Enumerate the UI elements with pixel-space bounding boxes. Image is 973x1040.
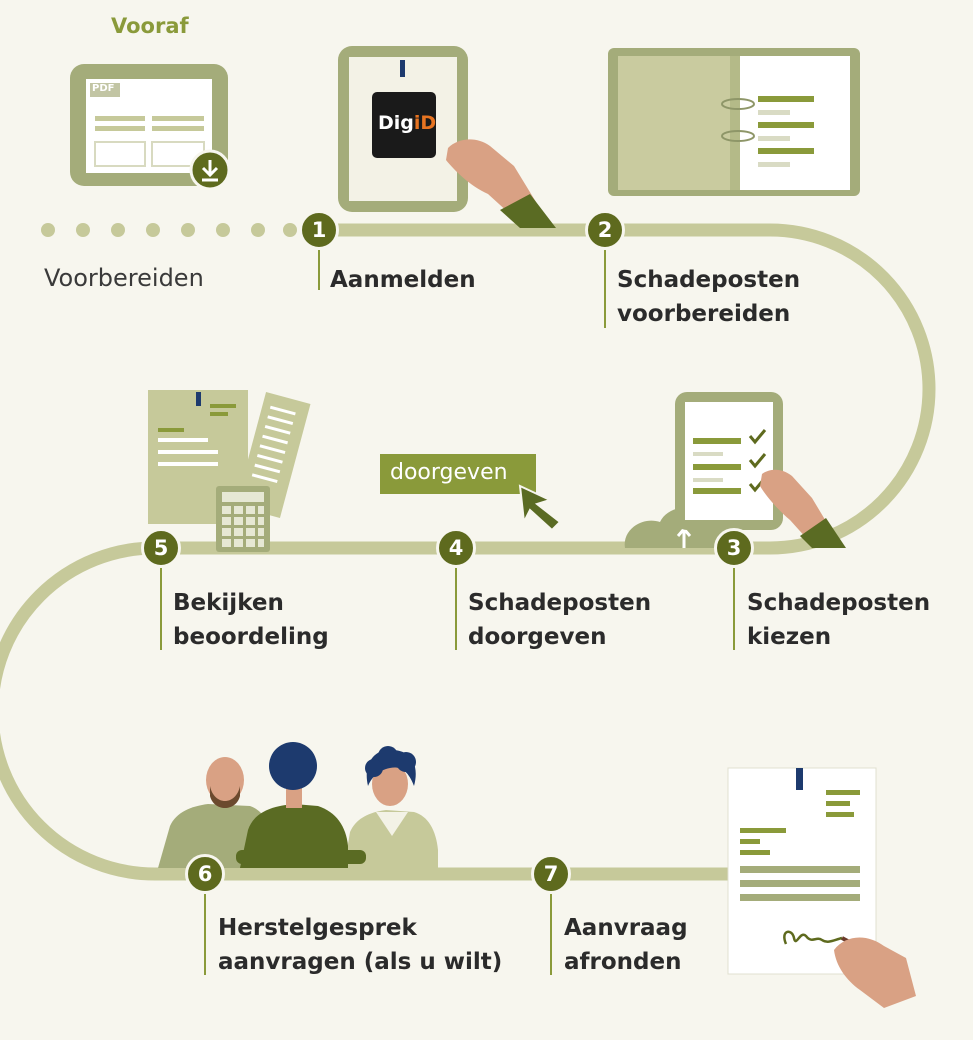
- step-label-5-line1: Bekijken: [173, 590, 284, 616]
- step-number: 6: [197, 862, 213, 886]
- step-number: 4: [448, 536, 464, 560]
- step-label-3-line1: Schadeposten: [747, 590, 931, 616]
- step-badge-5: 5: [141, 528, 181, 568]
- step-label-7: Aanvraag afronden: [564, 911, 688, 979]
- step-badge-4: 4: [436, 528, 476, 568]
- step-badge-6: 6: [185, 854, 225, 894]
- step-number: 5: [153, 536, 169, 560]
- step-label-3: Schadeposten kiezen: [747, 586, 930, 654]
- step-label-6-line1: Herstelgesprek: [218, 915, 417, 941]
- step-badge-2: 2: [585, 210, 625, 250]
- step-label-6-line2: aanvragen (als u wilt): [218, 949, 503, 975]
- step-number: 3: [726, 536, 742, 560]
- step-label-1: Aanmelden: [330, 263, 476, 297]
- digid-logo-prefix: Dig: [378, 112, 414, 134]
- step-label-4-line2: doorgeven: [468, 624, 607, 650]
- submit-button-label: doorgeven: [390, 460, 508, 485]
- step-number: 1: [311, 218, 327, 242]
- pdf-download-icon: [70, 64, 231, 191]
- intro-heading: Vooraf: [111, 14, 189, 38]
- tablet-checklist-icon: [624, 392, 846, 548]
- step-label-2-line2: voorbereiden: [617, 301, 791, 327]
- step-label-5: Bekijken beoordeling: [173, 586, 329, 654]
- step-label-7-line2: afronden: [564, 949, 682, 975]
- signed-document-icon: [727, 767, 916, 1008]
- pdf-tag: PDF: [92, 83, 115, 94]
- digid-logo-suffix: iD: [413, 112, 437, 134]
- step-badge-3: 3: [714, 528, 754, 568]
- step-label-3-line2: kiezen: [747, 624, 832, 650]
- digid-logo: DigiD: [378, 112, 436, 134]
- people-icon: [158, 742, 438, 868]
- step-number: 7: [543, 862, 559, 886]
- step-label-4-line1: Schadeposten: [468, 590, 652, 616]
- step-label-5-line2: beoordeling: [173, 624, 329, 650]
- intro-label: Voorbereiden: [44, 264, 204, 292]
- dotted-line: [41, 223, 297, 237]
- step-label-2: Schadeposten voorbereiden: [617, 263, 800, 331]
- tablet-digid-icon: [338, 46, 556, 228]
- step-number: 2: [597, 218, 613, 242]
- step-badge-1: 1: [299, 210, 339, 250]
- step-label-4: Schadeposten doorgeven: [468, 586, 651, 654]
- binder-icon: [608, 48, 860, 196]
- calculator-icon: [148, 390, 311, 552]
- step-badge-7: 7: [531, 854, 571, 894]
- cursor-icon: [518, 484, 562, 532]
- step-label-6: Herstelgesprek aanvragen (als u wilt): [218, 911, 502, 979]
- step-label-1-line1: Aanmelden: [330, 267, 476, 293]
- step-label-7-line1: Aanvraag: [564, 915, 688, 941]
- submit-button-icon: [380, 454, 536, 494]
- step-label-2-line1: Schadeposten: [617, 267, 801, 293]
